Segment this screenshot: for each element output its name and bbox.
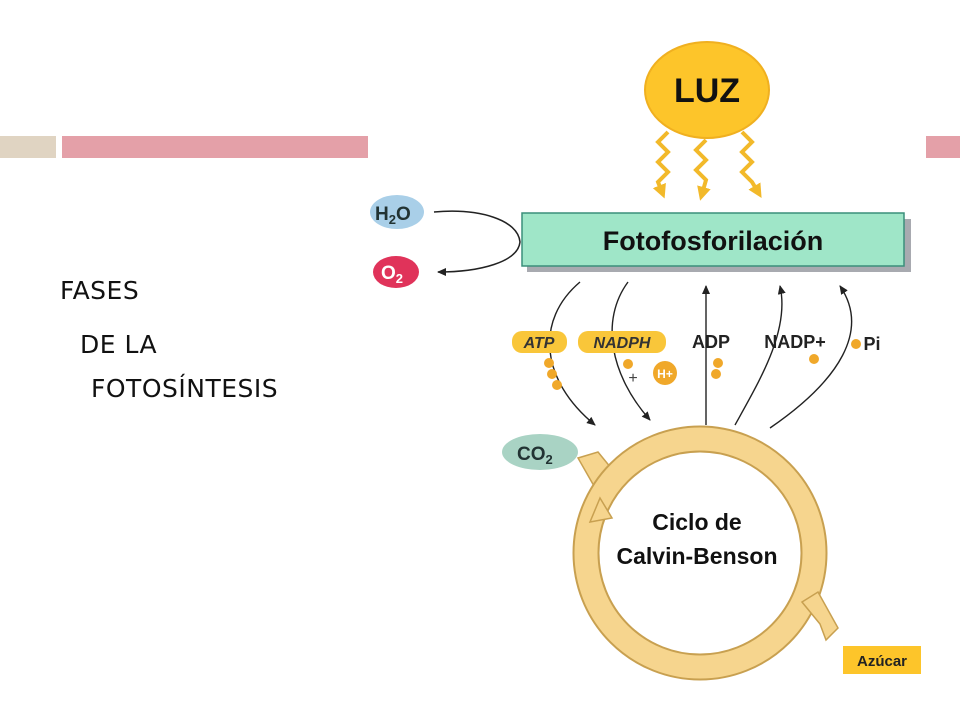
svg-text:CO2: CO2 (517, 444, 553, 467)
sun-icon: LUZ (644, 41, 770, 139)
water-molecule: H2O (370, 195, 424, 229)
light-ray-3 (739, 130, 762, 199)
sugar-output-arrow (800, 590, 839, 642)
decor-bar-middle (62, 136, 368, 158)
light-rays (652, 130, 762, 201)
nadp-label: NADP+ (764, 332, 826, 352)
svg-text:NADPH: NADPH (594, 335, 651, 352)
phosphate-label: Pi (863, 334, 880, 354)
light-label: LUZ (674, 72, 740, 110)
plus-sign: + (628, 370, 637, 387)
photophosphorylation-box: Fotofosforilación (521, 212, 911, 272)
cycle-label-line-1: Ciclo de (652, 509, 741, 535)
calvin-cycle-ring: Ciclo de Calvin-Benson (572, 425, 828, 681)
light-ray-2 (693, 138, 711, 201)
slide-title-line-3: FOTOSÍNTESIS (91, 374, 279, 403)
atp-badge: ATP (512, 331, 567, 390)
arrow-pi-up (769, 285, 853, 429)
sugar-label: Azúcar (857, 653, 907, 670)
slide-title-line-2: DE LA (80, 330, 158, 359)
decor-bar-right (926, 136, 960, 158)
adp-label: ADP (692, 332, 730, 352)
svg-text:O2: O2 (381, 263, 403, 286)
oxygen-molecule: O2 (373, 256, 419, 288)
light-ray-1 (652, 130, 671, 199)
proton-label: H+ (657, 367, 673, 381)
cycle-label-line-2: Calvin-Benson (616, 543, 777, 569)
photophosphorylation-label: Fotofosforilación (603, 226, 823, 256)
svg-text:H2O: H2O (375, 204, 411, 227)
sugar-badge: Azúcar (843, 646, 921, 674)
decor-bar-left (0, 136, 56, 158)
nadph-badge: NADPH + H+ (578, 331, 677, 387)
arrow-nadp-up (734, 285, 786, 426)
slide-title-line-1: FASES (60, 276, 140, 305)
svg-text:ATP: ATP (523, 335, 555, 352)
arrow-atp-down (548, 281, 596, 426)
water-oxygen-arrow (433, 210, 521, 276)
energy-flow-arrows (548, 281, 853, 429)
carbon-dioxide-molecule: CO2 (502, 434, 578, 470)
